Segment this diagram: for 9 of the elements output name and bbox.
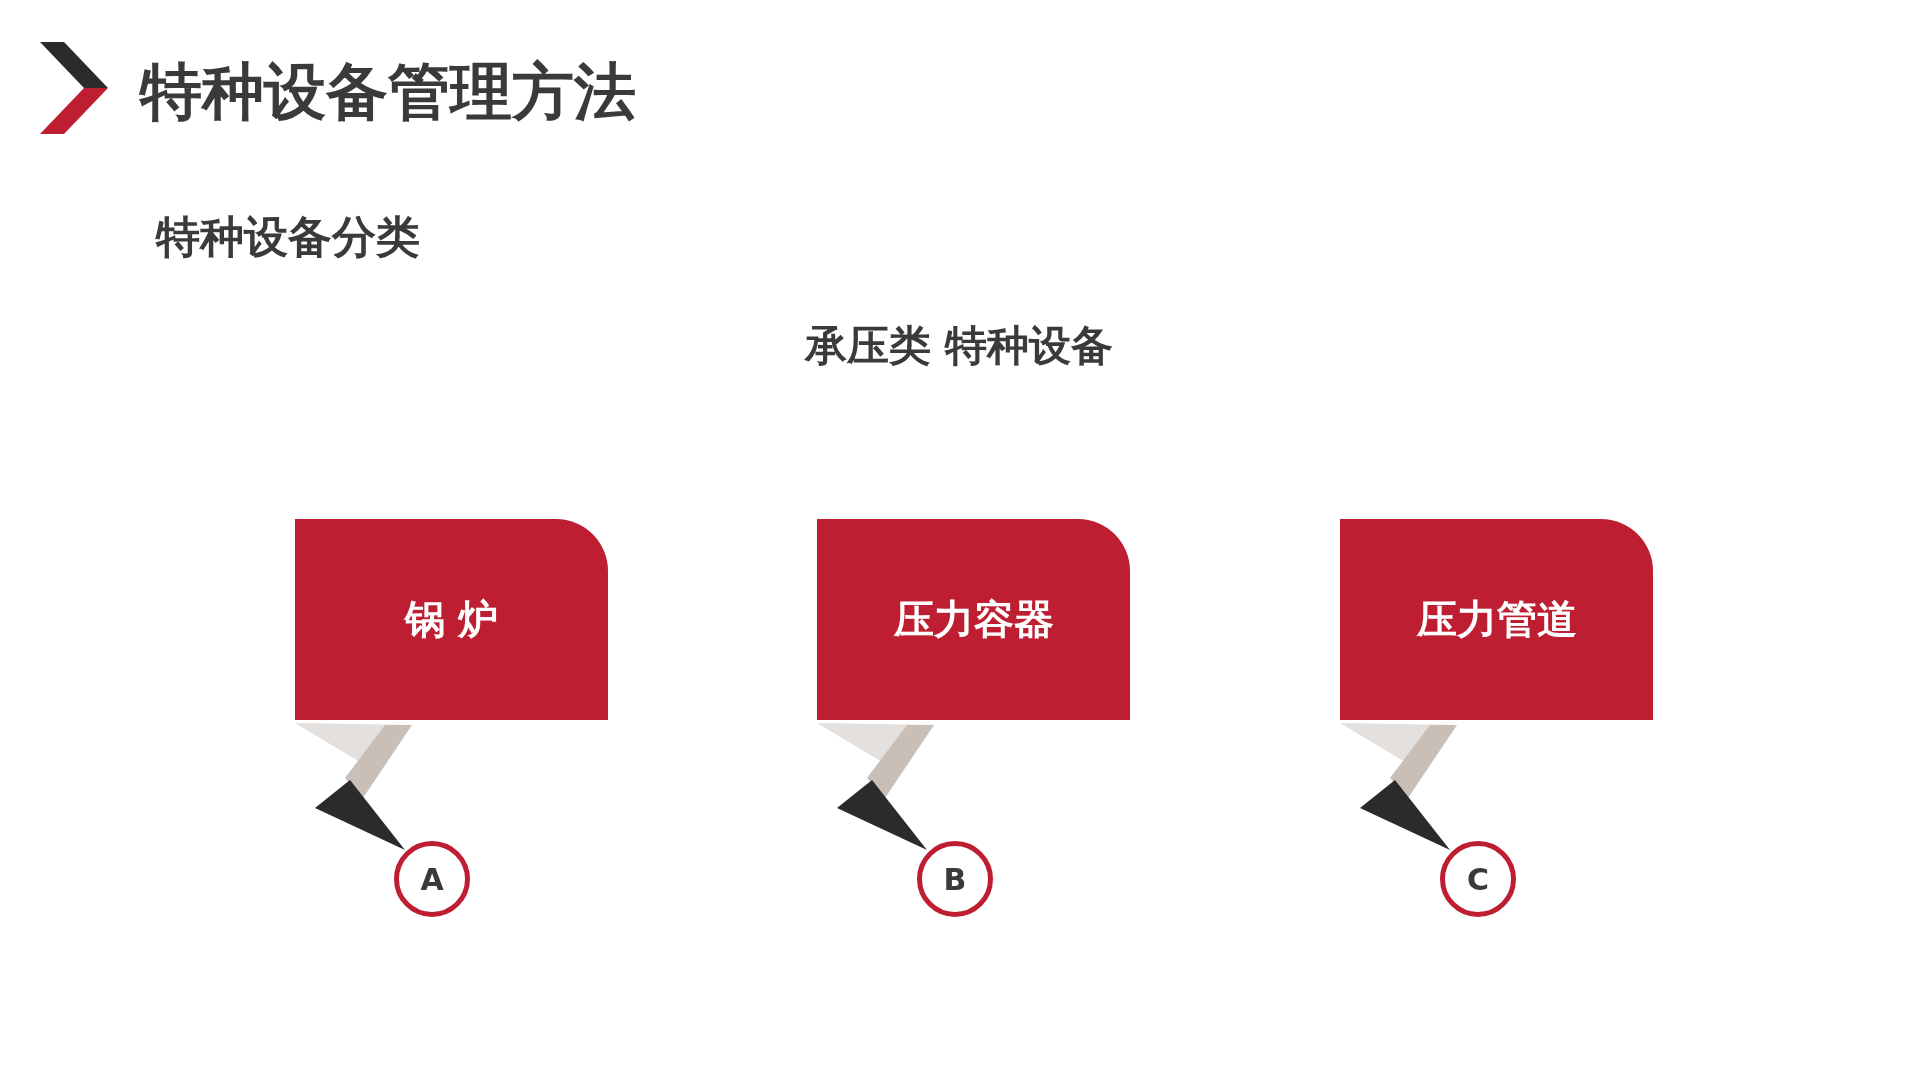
category-box: 压力容器 — [817, 519, 1130, 720]
title: 特种设备管理方法 — [140, 54, 636, 130]
letter-circle: C — [1440, 841, 1516, 917]
letter-circle: B — [917, 841, 993, 917]
category-box: 压力管道 — [1340, 519, 1653, 720]
subtitle: 特种设备分类 — [156, 210, 420, 264]
section-heading: 承压类 特种设备 — [804, 320, 1114, 372]
letter-circle: A — [394, 841, 470, 917]
category-box: 锅 炉 — [295, 519, 608, 720]
